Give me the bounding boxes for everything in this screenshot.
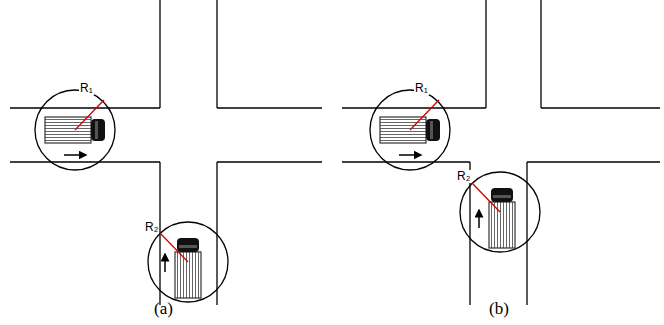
- panel-caption: (a): [153, 300, 174, 319]
- radius-label: R₂: [144, 221, 159, 234]
- radius-label: R₂: [456, 170, 471, 183]
- radius-label: R₁: [79, 82, 94, 95]
- panel-caption: (b): [488, 300, 510, 319]
- radius-label: R₁: [414, 82, 429, 95]
